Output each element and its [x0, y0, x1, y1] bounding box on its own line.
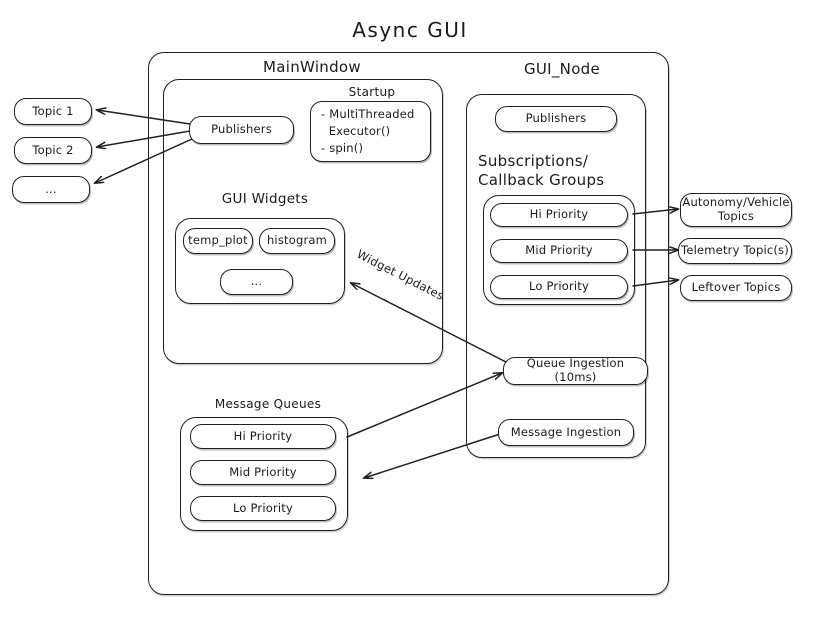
mainwindow-container — [163, 79, 443, 364]
mainwindow-label: MainWindow — [263, 58, 361, 76]
startup-item-2: - spin() — [321, 141, 364, 156]
gui-widgets-label: GUI Widgets — [221, 191, 309, 207]
widget-histogram[interactable]: histogram — [259, 228, 335, 254]
queue-ingestion-box[interactable]: Queue Ingestion (10ms) — [503, 357, 648, 385]
callback-group-lo-priority-label: Lo Priority — [528, 279, 590, 294]
widget-temp-plot-label: temp_plot — [188, 233, 248, 248]
page-title: Async GUI — [352, 18, 468, 42]
gui-node-publishers-label: Publishers — [525, 111, 587, 126]
leftover-topics-box[interactable]: Leftover Topics — [680, 275, 792, 301]
message-queue-hi-priority[interactable]: Hi Priority — [190, 424, 336, 449]
message-queue-lo-priority[interactable]: Lo Priority — [190, 496, 336, 521]
widget-more-label: ... — [250, 274, 263, 289]
startup-item-0: - MultiThreaded — [321, 106, 415, 121]
widget-more[interactable]: ... — [220, 269, 293, 295]
startup-item-1: Executor() — [321, 123, 391, 138]
callback-group-hi-priority-label: Hi Priority — [529, 207, 589, 222]
gui-widgets-container — [175, 218, 345, 304]
telemetry-topics-label: Telemetry Topic(s) — [681, 243, 789, 258]
mainwindow-publishers-label: Publishers — [211, 122, 272, 137]
subscriptions-callback-groups-label: Subscriptions/ Callback Groups — [478, 152, 605, 189]
async-gui-outer-container — [148, 52, 669, 595]
leftover-topics-label: Leftover Topics — [691, 280, 781, 295]
topic-box-2[interactable]: Topic 2 — [14, 137, 92, 164]
message-ingestion-label: Message Ingestion — [510, 424, 622, 439]
autonomy-vehicle-topics-box[interactable]: Autonomy/Vehicle Topics — [680, 193, 792, 227]
message-queues-label: Message Queues — [214, 397, 322, 411]
callback-group-hi-priority[interactable]: Hi Priority — [490, 203, 628, 227]
topic-box-3-label: ... — [45, 181, 57, 196]
widget-histogram-label: histogram — [266, 233, 328, 248]
topic-box-1[interactable]: Topic 1 — [14, 98, 92, 125]
callback-group-mid-priority[interactable]: Mid Priority — [490, 239, 628, 263]
startup-label: Startup — [348, 85, 396, 99]
message-ingestion-box[interactable]: Message Ingestion — [498, 419, 634, 446]
message-queues-container — [180, 417, 348, 531]
telemetry-topics-box[interactable]: Telemetry Topic(s) — [678, 238, 792, 264]
autonomy-vehicle-topics-label: Autonomy/Vehicle Topics — [682, 195, 790, 223]
topic-box-1-label: Topic 1 — [32, 103, 74, 118]
message-queue-hi-priority-label: Hi Priority — [233, 428, 293, 443]
callback-group-lo-priority[interactable]: Lo Priority — [490, 275, 628, 299]
message-queue-mid-priority-label: Mid Priority — [229, 464, 297, 479]
startup-item-list: - MultiThreaded Executor() - spin() — [311, 98, 430, 166]
message-queue-lo-priority-label: Lo Priority — [232, 500, 294, 515]
queue-ingestion-label: Queue Ingestion (10ms) — [526, 356, 625, 384]
widget-temp-plot[interactable]: temp_plot — [183, 228, 253, 254]
mainwindow-publishers-box[interactable]: Publishers — [189, 116, 294, 144]
topic-box-3[interactable]: ... — [12, 176, 90, 203]
topic-box-2-label: Topic 2 — [32, 142, 74, 157]
callback-groups-container — [483, 195, 635, 305]
callback-group-mid-priority-label: Mid Priority — [525, 243, 593, 258]
message-queue-mid-priority[interactable]: Mid Priority — [190, 460, 336, 485]
gui-node-label: GUI_Node — [523, 60, 601, 78]
startup-box: - MultiThreaded Executor() - spin() — [310, 101, 431, 162]
gui-node-publishers-box[interactable]: Publishers — [495, 106, 617, 132]
gui-node-container — [466, 94, 646, 458]
